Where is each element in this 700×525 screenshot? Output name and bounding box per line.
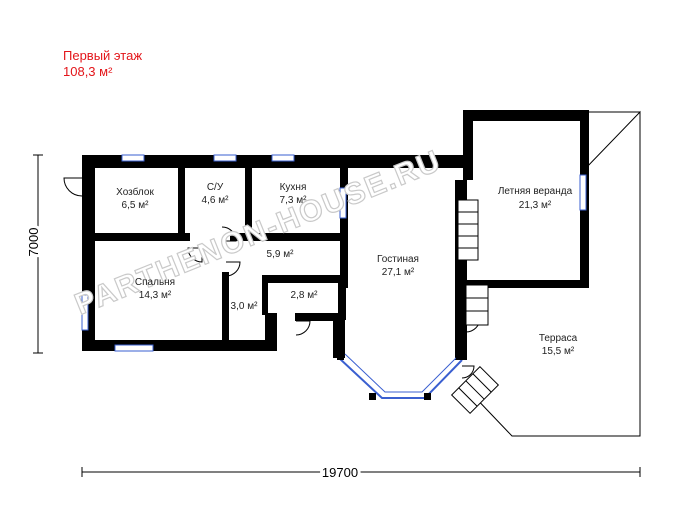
windows: [81, 154, 587, 352]
room-area-kitchen: 7,3 м²: [280, 195, 308, 206]
dimension-vertical: [33, 154, 43, 354]
window-wc: [213, 154, 237, 162]
dimension-width-label: 19700: [322, 465, 358, 480]
room-labels: Хозблок 6,5 м² С/У 4,6 м² Кухня 7,3 м² Л…: [116, 182, 577, 357]
door-entrance: [63, 177, 83, 197]
dimension-horizontal: [81, 467, 641, 477]
window-bedroom-bottom: [114, 344, 154, 352]
door-bay: [461, 365, 475, 379]
room-area-bedroom: 14,3 м²: [139, 290, 172, 301]
door-wc: [221, 226, 237, 242]
interior-walls: [95, 168, 348, 340]
room-name-terrace: Терраса: [539, 333, 578, 344]
room-name-wc: С/У: [207, 182, 224, 193]
floor-title: Первый этаж: [63, 48, 143, 63]
room-area-terrace: 15,5 м²: [542, 346, 575, 357]
door-hall: [187, 247, 203, 263]
window-kitchen-side: [339, 187, 347, 219]
room-area-veranda: 21,3 м²: [519, 200, 552, 211]
window-veranda-side: [579, 174, 587, 211]
stairs: [450, 199, 500, 415]
room-name-living: Гостиная: [377, 254, 419, 265]
window-khozblok: [121, 154, 145, 162]
room-name-khozblok: Хозблок: [116, 186, 154, 198]
door-bedroom: [225, 261, 241, 277]
door-closet: [295, 320, 311, 336]
watermark: PARTHENON-HOUSE.RU: [70, 144, 446, 321]
room-name-veranda: Летняя веранда: [498, 186, 573, 197]
room-area-living: 27,1 м²: [382, 267, 415, 278]
room-area-wc: 4,6 м²: [202, 195, 230, 206]
floor-area: 108,3 м²: [63, 64, 113, 79]
dimension-height-label: 7000: [26, 228, 41, 257]
window-kitchen: [271, 154, 295, 162]
room-area-closet-b: 2,8 м²: [291, 290, 319, 301]
room-area-hall: 5,9 м²: [267, 249, 295, 260]
bay-window: [337, 353, 463, 400]
room-area-khozblok: 6,5 м²: [122, 200, 150, 211]
room-name-bedroom: Спальня: [135, 277, 175, 288]
window-bedroom-left: [81, 294, 89, 331]
room-area-closet-a: 3,0 м²: [231, 301, 259, 312]
room-name-kitchen: Кухня: [280, 182, 307, 193]
